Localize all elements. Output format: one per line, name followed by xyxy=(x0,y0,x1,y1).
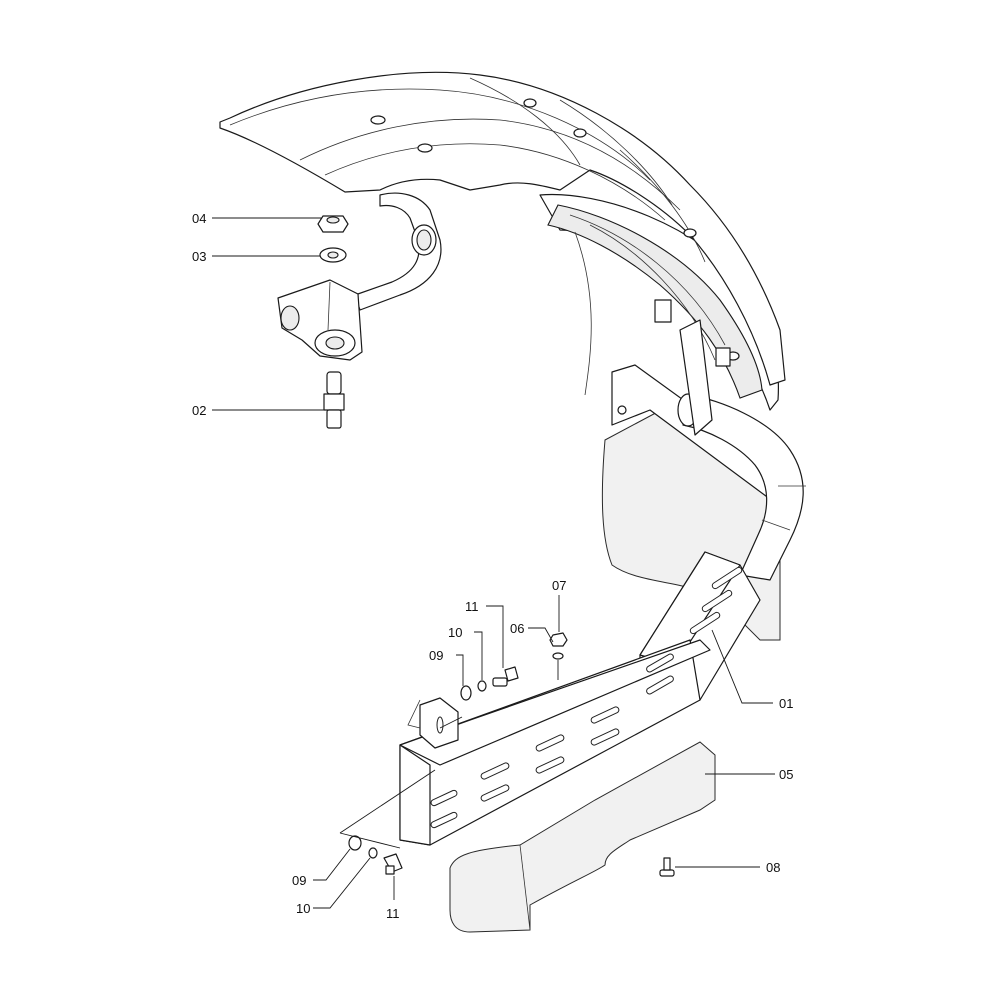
callout-11-lower: 11 xyxy=(386,906,400,921)
callout-04: 04 xyxy=(192,211,206,226)
callout-10-lower: 10 xyxy=(296,901,310,916)
callout-08: 08 xyxy=(766,860,780,875)
mounting-arm xyxy=(277,192,442,361)
fender xyxy=(219,71,786,411)
nut-04 xyxy=(317,215,349,233)
step-plate-01 xyxy=(399,551,761,846)
frame-tube-01 xyxy=(677,319,806,581)
nut-07 xyxy=(549,632,568,647)
leader-lines xyxy=(212,217,775,909)
bolt-11-upper xyxy=(492,666,519,687)
callout-03: 03 xyxy=(192,249,206,264)
washer-09-lower xyxy=(348,835,362,851)
washer-09-upper xyxy=(460,685,472,701)
callout-labels: 04 03 02 07 11 06 10 09 01 05 08 09 10 1… xyxy=(192,211,793,921)
callout-09-upper: 09 xyxy=(429,648,443,663)
callout-07: 07 xyxy=(552,578,566,593)
washer-10-upper xyxy=(477,680,487,692)
callout-06: 06 xyxy=(510,621,524,636)
bolt-08 xyxy=(659,857,675,877)
callout-10-upper: 10 xyxy=(448,625,462,640)
callout-09-lower: 09 xyxy=(292,873,306,888)
washer-06 xyxy=(552,652,564,660)
assembly-guides xyxy=(339,660,559,849)
bolt-11-lower xyxy=(383,853,403,875)
washer-03 xyxy=(319,247,347,263)
stud-bolt-02 xyxy=(323,371,345,429)
step-cover-05 xyxy=(449,741,716,933)
callout-02: 02 xyxy=(192,403,206,418)
washer-10-lower xyxy=(368,847,378,859)
callout-01: 01 xyxy=(779,696,793,711)
callout-05: 05 xyxy=(779,767,793,782)
callout-11-upper: 11 xyxy=(465,599,479,614)
